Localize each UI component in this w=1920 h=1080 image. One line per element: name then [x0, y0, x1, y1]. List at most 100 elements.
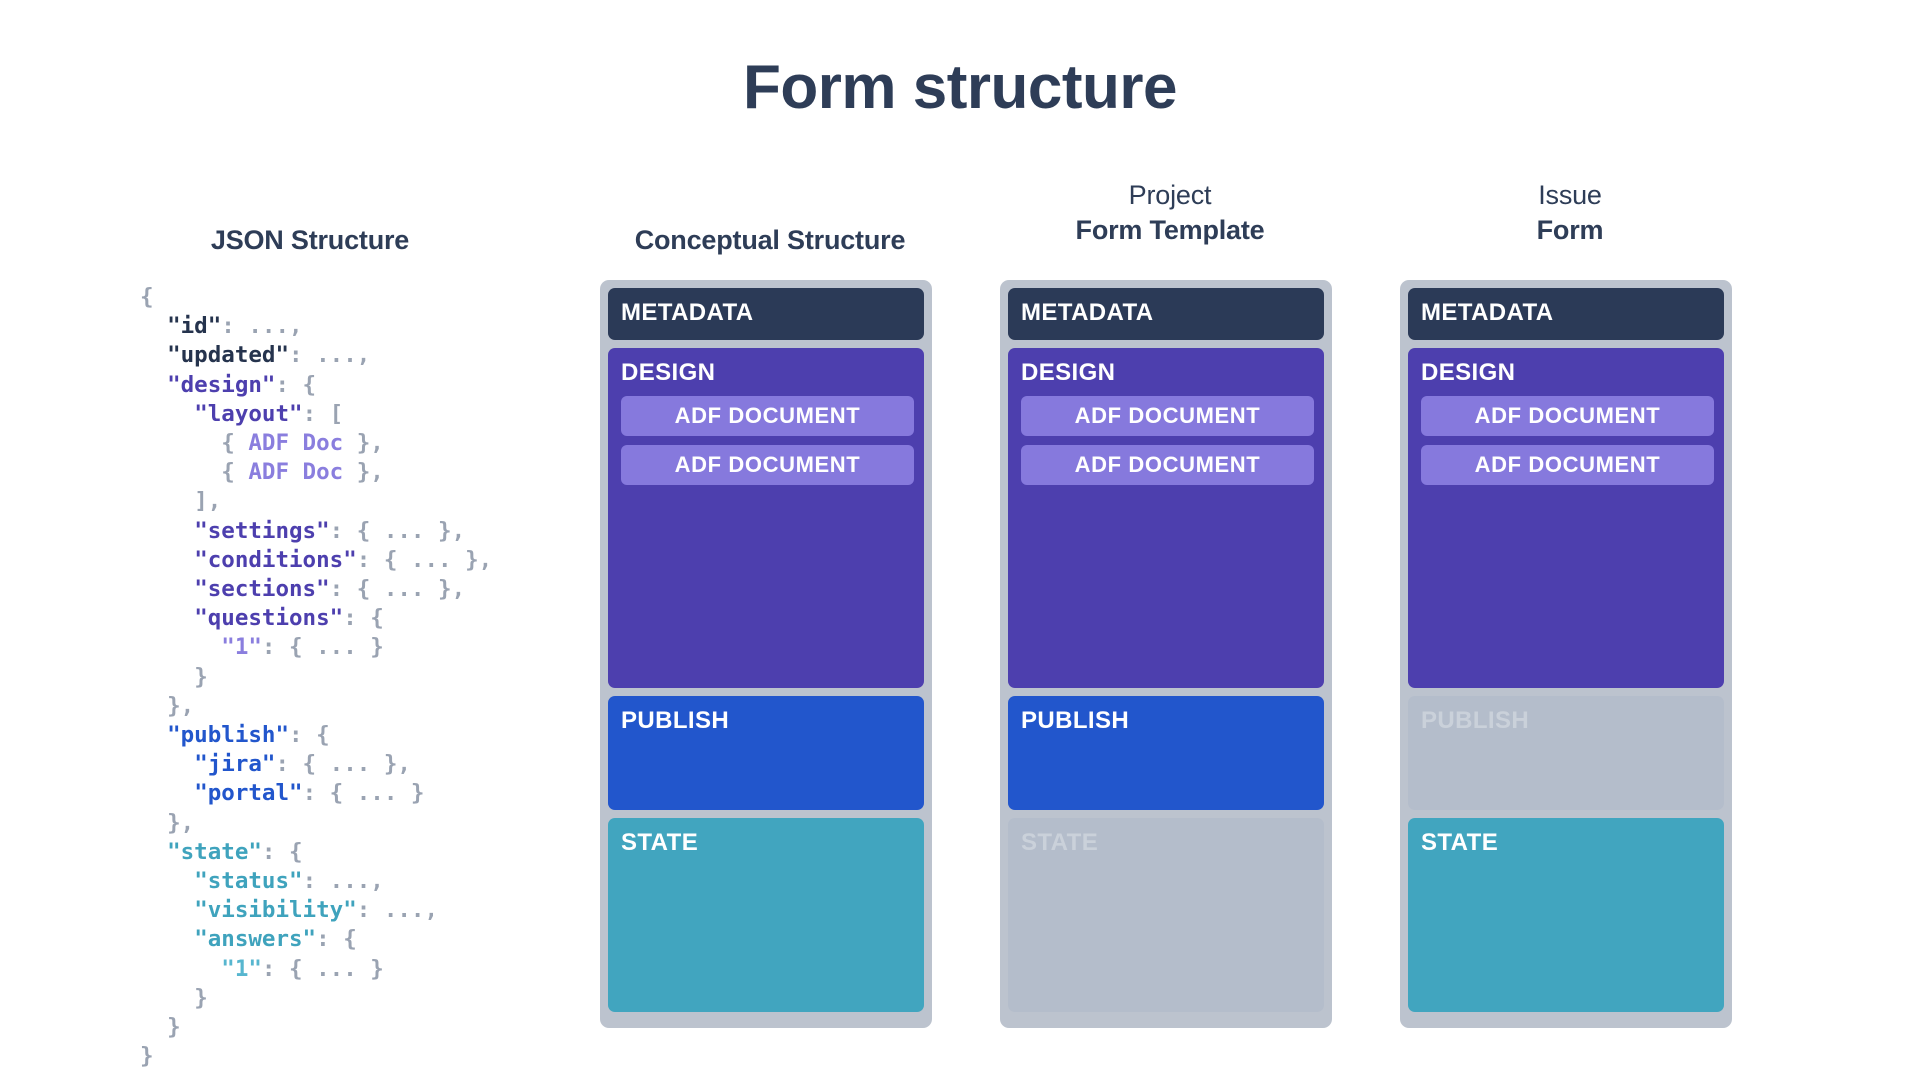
json-line: }: [140, 663, 492, 692]
json-indent: [140, 401, 194, 427]
block-publish[interactable]: PUBLISH: [608, 696, 924, 810]
json-token: : { ... },: [356, 546, 493, 573]
adf-document-list: ADF DOCUMENT ADF DOCUMENT: [1418, 396, 1724, 485]
json-token: : [: [302, 400, 344, 427]
json-line: "visibility": ...,: [140, 896, 492, 925]
json-line: {: [140, 283, 492, 312]
json-indent: [140, 605, 194, 631]
block-design[interactable]: DESIGN ADF DOCUMENT ADF DOCUMENT: [1408, 348, 1724, 688]
json-indent: [140, 547, 194, 573]
block-metadata[interactable]: METADATA: [608, 288, 924, 340]
json-token: : { ... }: [261, 634, 384, 661]
block-state[interactable]: STATE: [1008, 818, 1324, 1012]
json-indent: [140, 810, 167, 836]
adf-document-chip[interactable]: ADF DOCUMENT: [621, 396, 914, 436]
json-token: }: [140, 1043, 154, 1070]
json-token: "jira": [194, 751, 276, 778]
json-line: "1": { ... }: [140, 955, 492, 984]
json-token: ADF Doc: [248, 459, 344, 486]
json-line: }: [140, 984, 492, 1013]
json-line: "portal": { ... }: [140, 779, 492, 808]
block-metadata-label: METADATA: [1421, 299, 1554, 326]
json-token: ],: [194, 488, 222, 515]
adf-document-list: ADF DOCUMENT ADF DOCUMENT: [618, 396, 924, 485]
json-indent: [140, 488, 194, 514]
block-metadata[interactable]: METADATA: [1008, 288, 1324, 340]
json-token: "publish": [167, 722, 290, 749]
json-token: : { ... },: [329, 517, 466, 544]
json-indent: [140, 372, 167, 398]
json-line: "conditions": { ... },: [140, 546, 492, 575]
block-metadata-label: METADATA: [1021, 299, 1154, 326]
json-indent: [140, 342, 167, 368]
json-line: "state": {: [140, 838, 492, 867]
column-heading-issue-sup: Issue: [1538, 180, 1602, 210]
json-token: "visibility": [194, 897, 357, 924]
json-token: : {: [289, 722, 330, 749]
block-state[interactable]: STATE: [1408, 818, 1724, 1012]
json-token: },: [167, 809, 195, 836]
json-indent: [140, 722, 167, 748]
json-line: },: [140, 809, 492, 838]
json-token: "layout": [194, 400, 303, 427]
json-indent: [140, 313, 167, 339]
json-indent: [140, 985, 194, 1011]
column-heading-json-main: JSON Structure: [210, 225, 410, 255]
json-token: : {: [343, 605, 384, 632]
adf-document-chip[interactable]: ADF DOCUMENT: [1421, 445, 1714, 485]
json-token: : { ... },: [329, 576, 466, 603]
json-indent: [140, 518, 194, 544]
block-design-label: DESIGN: [1421, 359, 1516, 386]
json-indent: [140, 839, 167, 865]
json-token: {: [221, 430, 249, 457]
json-token: "answers": [194, 926, 317, 953]
json-token: {: [221, 459, 249, 486]
json-line: "id": ...,: [140, 312, 492, 341]
json-token: }: [194, 663, 208, 690]
column-heading-conceptual-main: Conceptual Structure: [634, 225, 906, 255]
json-token: : {: [316, 926, 357, 953]
json-token: : {: [261, 838, 303, 865]
json-indent: [140, 897, 194, 923]
page-title: Form structure: [743, 53, 1177, 122]
adf-document-chip[interactable]: ADF DOCUMENT: [621, 445, 914, 485]
block-design[interactable]: DESIGN ADF DOCUMENT ADF DOCUMENT: [608, 348, 924, 688]
json-line: "settings": { ... },: [140, 517, 492, 546]
json-structure-code: { "id": ..., "updated": ..., "design": {…: [140, 283, 492, 1071]
json-token: : { ... },: [275, 751, 411, 778]
block-publish[interactable]: PUBLISH: [1008, 696, 1324, 810]
block-state-label: STATE: [621, 829, 699, 856]
adf-document-chip[interactable]: ADF DOCUMENT: [1021, 445, 1314, 485]
adf-document-chip[interactable]: ADF DOCUMENT: [1021, 396, 1314, 436]
json-token: : ...,: [221, 313, 303, 340]
json-token: "questions": [194, 605, 344, 632]
json-token: : { ... }: [302, 780, 425, 807]
json-line: "publish": {: [140, 721, 492, 750]
json-token: "state": [167, 838, 262, 865]
json-token: "settings": [194, 517, 330, 544]
json-line: "updated": ...,: [140, 341, 492, 370]
block-metadata[interactable]: METADATA: [1408, 288, 1724, 340]
json-line: }: [140, 1042, 492, 1071]
block-publish[interactable]: PUBLISH: [1408, 696, 1724, 810]
json-token: : ...,: [302, 868, 384, 895]
column-heading-conceptual: Conceptual Structure: [600, 222, 940, 258]
column-heading-project-main: Form Template: [1075, 215, 1265, 245]
json-line: "jira": { ... },: [140, 750, 492, 779]
json-line: "questions": {: [140, 604, 492, 633]
json-token: "status": [194, 868, 303, 895]
json-line: "layout": [: [140, 400, 492, 429]
json-token: }: [194, 984, 208, 1011]
json-line: }: [140, 1013, 492, 1042]
json-line: "sections": { ... },: [140, 575, 492, 604]
column-heading-project-sup: Project: [1128, 180, 1212, 210]
block-design-label: DESIGN: [621, 359, 716, 386]
block-state[interactable]: STATE: [608, 818, 924, 1012]
block-metadata-label: METADATA: [621, 299, 754, 326]
json-line: { ADF Doc },: [140, 458, 492, 487]
column-heading-project: Project Form Template: [1000, 178, 1340, 248]
json-indent: [140, 693, 167, 719]
adf-document-chip[interactable]: ADF DOCUMENT: [1421, 396, 1714, 436]
